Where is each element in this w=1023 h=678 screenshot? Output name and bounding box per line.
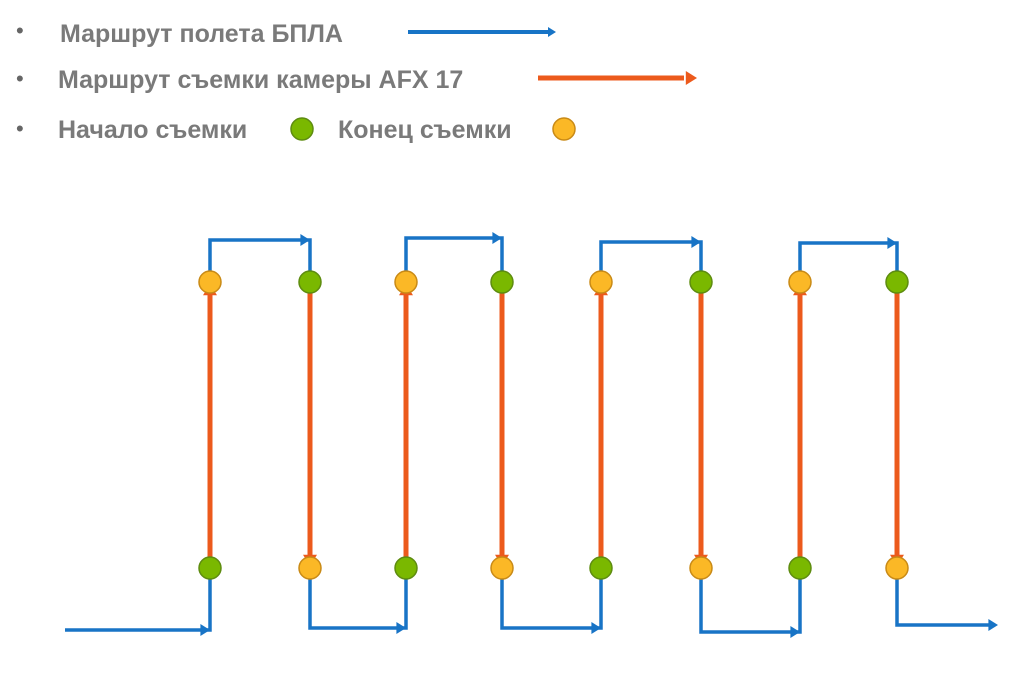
end-point [198,270,222,294]
start-point [198,556,222,580]
start-point [298,270,322,294]
start-point [490,270,514,294]
bullet: • [16,116,24,141]
end-point [885,556,909,580]
flight-arrow-head [396,622,406,634]
legend-flight-arrow-head [548,27,556,37]
start-point [689,270,713,294]
bullet: • [16,66,24,91]
legend-camera-arrow-head [685,71,697,85]
flight-arrow-head [691,236,701,248]
flight-arrow-head [591,622,601,634]
flight-arrow-head [200,624,210,636]
end-point [394,270,418,294]
start-point [885,270,909,294]
legend-end-dot [552,117,576,141]
end-point [490,556,514,580]
start-point [589,556,613,580]
legend-camera-route-label: Маршрут съемки камеры AFX 17 [58,66,464,94]
end-point [589,270,613,294]
end-point [298,556,322,580]
bullet: • [16,18,24,43]
start-point [394,556,418,580]
end-point [788,270,812,294]
flight-arrow-head [790,626,800,638]
legend-start-dot [290,117,314,141]
legend-end-label: Конец съемки [338,116,512,144]
flight-path [65,236,990,634]
start-point [788,556,812,580]
legend-flight-route-label: Маршрут полета БПЛА [60,20,343,48]
flight-arrow-head [492,232,502,244]
flight-arrow-head [988,619,998,631]
flight-arrow-head [887,237,897,249]
end-point [689,556,713,580]
legend-start-label: Начало съемки [58,116,248,144]
flight-arrow-head [300,234,310,246]
